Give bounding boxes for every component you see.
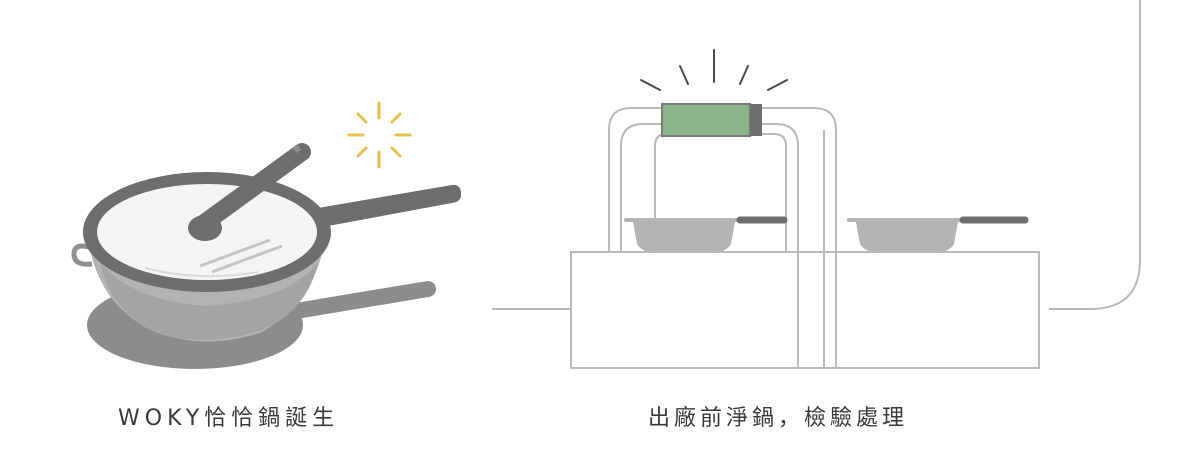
lid-handle xyxy=(194,143,311,233)
cleaning-station-icon xyxy=(492,0,1141,369)
frame-line-right xyxy=(1049,0,1141,310)
shadow-handle xyxy=(282,281,436,320)
wok-with-lid-icon xyxy=(71,143,461,369)
pan-left xyxy=(624,216,788,252)
pan-right xyxy=(847,216,1029,252)
caption-factory-cleaning: 出廠前淨鍋，檢驗處理 xyxy=(648,406,909,431)
sparkle-icon xyxy=(347,101,412,169)
indicator-light xyxy=(661,103,762,137)
lid-handle-tip xyxy=(292,144,302,154)
lid-reflection xyxy=(211,244,283,274)
caption-woky-born: WOKY恰恰鍋誕生 xyxy=(118,406,340,431)
pan-handle xyxy=(318,184,461,226)
helper-handle xyxy=(71,243,93,267)
light-rays-icon xyxy=(640,49,788,91)
pan-body-shade xyxy=(100,262,318,340)
lid-reflection xyxy=(199,238,271,268)
lid-highlight xyxy=(144,267,259,278)
machine-base xyxy=(570,251,1040,369)
